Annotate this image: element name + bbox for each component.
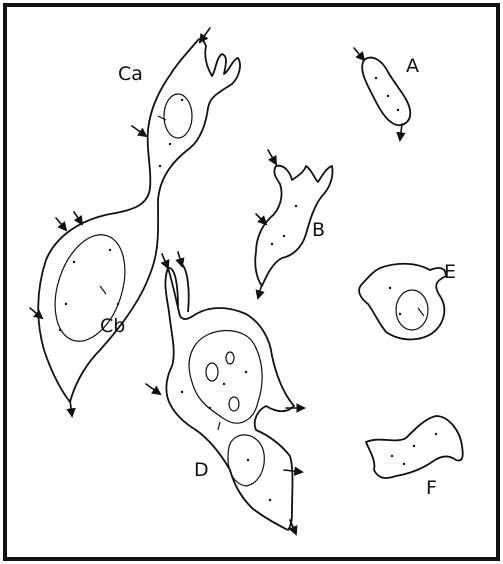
- arrow-cb-top1: [56, 218, 66, 230]
- arrow-d-left: [146, 384, 160, 394]
- cell-a: [354, 48, 410, 140]
- cell-d-vacuole-3: [229, 397, 239, 411]
- cell-a-outline: [362, 58, 410, 126]
- cell-d-nucleus-lower: [228, 435, 264, 486]
- arrow-cb-top2: [74, 212, 82, 224]
- cell-f: [366, 416, 463, 478]
- cell-e: [359, 264, 446, 340]
- arrow-a-top: [354, 48, 364, 60]
- label-e: E: [444, 261, 456, 283]
- arrow-a-tail: [400, 124, 402, 140]
- arrow-ca-side: [132, 126, 146, 136]
- arrow-d-tail: [290, 520, 296, 534]
- arrow-b-top: [268, 150, 276, 164]
- arrow-d-top1: [162, 254, 168, 268]
- arrow-d-right2: [284, 470, 302, 472]
- label-b: B: [312, 219, 325, 241]
- cell-ca-nucleus: [164, 94, 192, 138]
- cell-e-outline: [359, 264, 446, 340]
- figure-border: [5, 5, 498, 559]
- label-d: D: [194, 459, 209, 481]
- cell-e-nucleus: [396, 290, 428, 330]
- label-a: A: [406, 55, 419, 77]
- cell-d-vacuole-1: [206, 363, 218, 381]
- arrow-b-tail: [258, 284, 262, 298]
- cell-d-outline: [165, 268, 294, 530]
- label-cb: Cb: [100, 315, 125, 337]
- cell-d-vacuole-2: [226, 352, 234, 364]
- arrow-cb-side: [30, 308, 42, 318]
- label-f: F: [426, 477, 437, 499]
- arrow-ca-top: [200, 28, 210, 42]
- label-ca: Ca: [118, 63, 143, 85]
- arrow-b-side: [256, 214, 266, 224]
- cell-d: [146, 252, 304, 534]
- cell-c: [30, 28, 240, 416]
- arrow-cb-tail: [70, 400, 72, 416]
- cell-c-outline: [38, 39, 240, 402]
- arrow-d-top2: [178, 252, 182, 266]
- cell-d-pseudopod: [168, 262, 189, 312]
- cell-d-nucleus: [189, 331, 262, 424]
